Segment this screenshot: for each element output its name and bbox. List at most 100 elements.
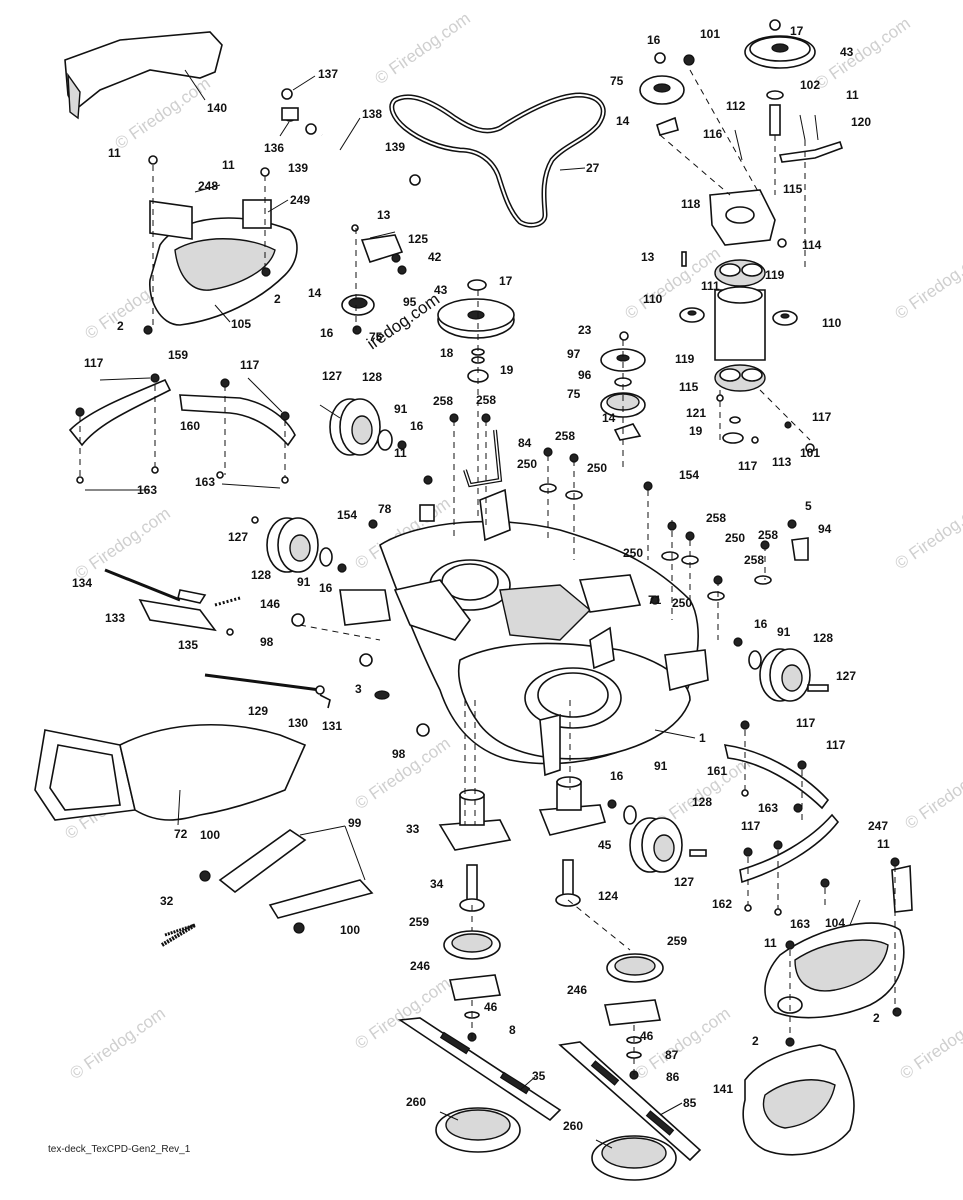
callout: 43	[434, 283, 448, 297]
callout: 258	[555, 429, 575, 443]
callout: 246	[567, 983, 587, 997]
callout: 35	[532, 1069, 546, 1083]
baffle-brackets-part	[68, 373, 296, 491]
callout: 97	[567, 347, 581, 361]
callout: 45	[598, 838, 612, 852]
callout: 118	[681, 197, 701, 211]
callout: 163	[758, 801, 778, 815]
watermark: © Firedog.com	[351, 734, 453, 814]
callout: 27	[586, 161, 600, 175]
callout: 258	[433, 394, 453, 408]
callout: 91	[394, 402, 408, 416]
spring-part	[160, 923, 197, 947]
callout: 11	[222, 158, 235, 172]
callout: 34	[430, 877, 444, 891]
gauge-wheel-part	[319, 398, 407, 456]
callout: 19	[500, 363, 514, 377]
callout: 75	[369, 330, 383, 344]
callout: 139	[288, 161, 308, 175]
callout: 116	[703, 127, 723, 141]
callout: 131	[322, 719, 342, 733]
callout: 130	[288, 716, 308, 730]
center-pulley-part	[437, 279, 515, 600]
callout: 250	[517, 457, 537, 471]
callout: 117	[826, 738, 846, 752]
callout: 16	[320, 326, 334, 340]
watermark: © Firedog.com	[811, 14, 913, 94]
callout: 115	[679, 380, 699, 394]
callout: 14	[616, 114, 630, 128]
discharge-guard-part	[64, 31, 223, 120]
gauge-wheel-part	[251, 516, 347, 573]
callout: 115	[783, 182, 803, 196]
deck-hardware-part	[368, 413, 809, 640]
callout: 16	[610, 769, 624, 783]
idler-pulley-part	[600, 331, 646, 470]
callout: 5	[805, 499, 812, 513]
callout: 91	[297, 575, 311, 589]
callout: 46	[640, 1029, 654, 1043]
callout: 13	[641, 250, 655, 264]
callout: 84	[518, 436, 532, 450]
watermark: © Firedog.com	[901, 754, 963, 834]
right-belt-cover-part	[764, 857, 913, 1047]
link-rod-part	[204, 673, 331, 709]
callout: 110	[822, 316, 842, 330]
callout: 117	[796, 716, 816, 730]
callout: 19	[689, 424, 703, 438]
callout: 2	[274, 292, 281, 306]
callout: 125	[408, 232, 428, 246]
callout: 127	[674, 875, 694, 889]
callout: 1	[699, 731, 706, 745]
callout: 16	[410, 419, 424, 433]
callout: 11	[394, 446, 407, 460]
callout: 258	[744, 553, 764, 567]
callout: 8	[509, 1023, 516, 1037]
discharge-chute-part	[34, 723, 307, 826]
callout: 101	[800, 446, 820, 460]
callout: 250	[623, 546, 643, 560]
drive-belt-part	[389, 92, 606, 228]
callout: 98	[260, 635, 274, 649]
callout: 128	[692, 795, 712, 809]
callout: 98	[392, 747, 406, 761]
watermark: © Firedog.com	[71, 504, 173, 584]
watermark: © Firedog.com	[891, 494, 963, 574]
lift-rod-part	[463, 429, 503, 488]
callout: 160	[180, 419, 200, 433]
blade-adapter-part	[443, 930, 664, 1080]
callout: 112	[726, 99, 746, 113]
callout: 137	[318, 67, 338, 81]
callout: 91	[654, 759, 668, 773]
callout: 16	[754, 617, 768, 631]
callout: 32	[160, 894, 174, 908]
gauge-wheel-part	[733, 637, 829, 702]
callout: 101	[700, 27, 720, 41]
callout: 14	[308, 286, 322, 300]
watermark: © Firedog.com	[896, 1004, 963, 1084]
lift-link-part	[104, 568, 381, 641]
callout: 72	[174, 827, 188, 841]
callout: 16	[319, 581, 333, 595]
callout: 128	[813, 631, 833, 645]
callout: 11	[108, 146, 121, 160]
callout: 14	[602, 411, 616, 425]
callout: 11	[846, 88, 859, 102]
callout: 94	[818, 522, 832, 536]
callout: 248	[198, 179, 218, 193]
callout: 146	[260, 597, 280, 611]
callout: 258	[758, 528, 778, 542]
callout: 134	[72, 576, 92, 590]
callout: 16	[647, 33, 661, 47]
callout: 247	[868, 819, 888, 833]
callout: 163	[195, 475, 215, 489]
watermark: © Firedog.com	[111, 74, 213, 154]
callout: 154	[337, 508, 357, 522]
callout: 141	[713, 1082, 733, 1096]
callout: 127	[228, 530, 248, 544]
callout: 259	[409, 915, 429, 929]
mower-deck-housing	[339, 488, 709, 777]
callout: 46	[484, 1000, 498, 1014]
callout: 163	[137, 483, 157, 497]
callout: 114	[802, 238, 822, 252]
